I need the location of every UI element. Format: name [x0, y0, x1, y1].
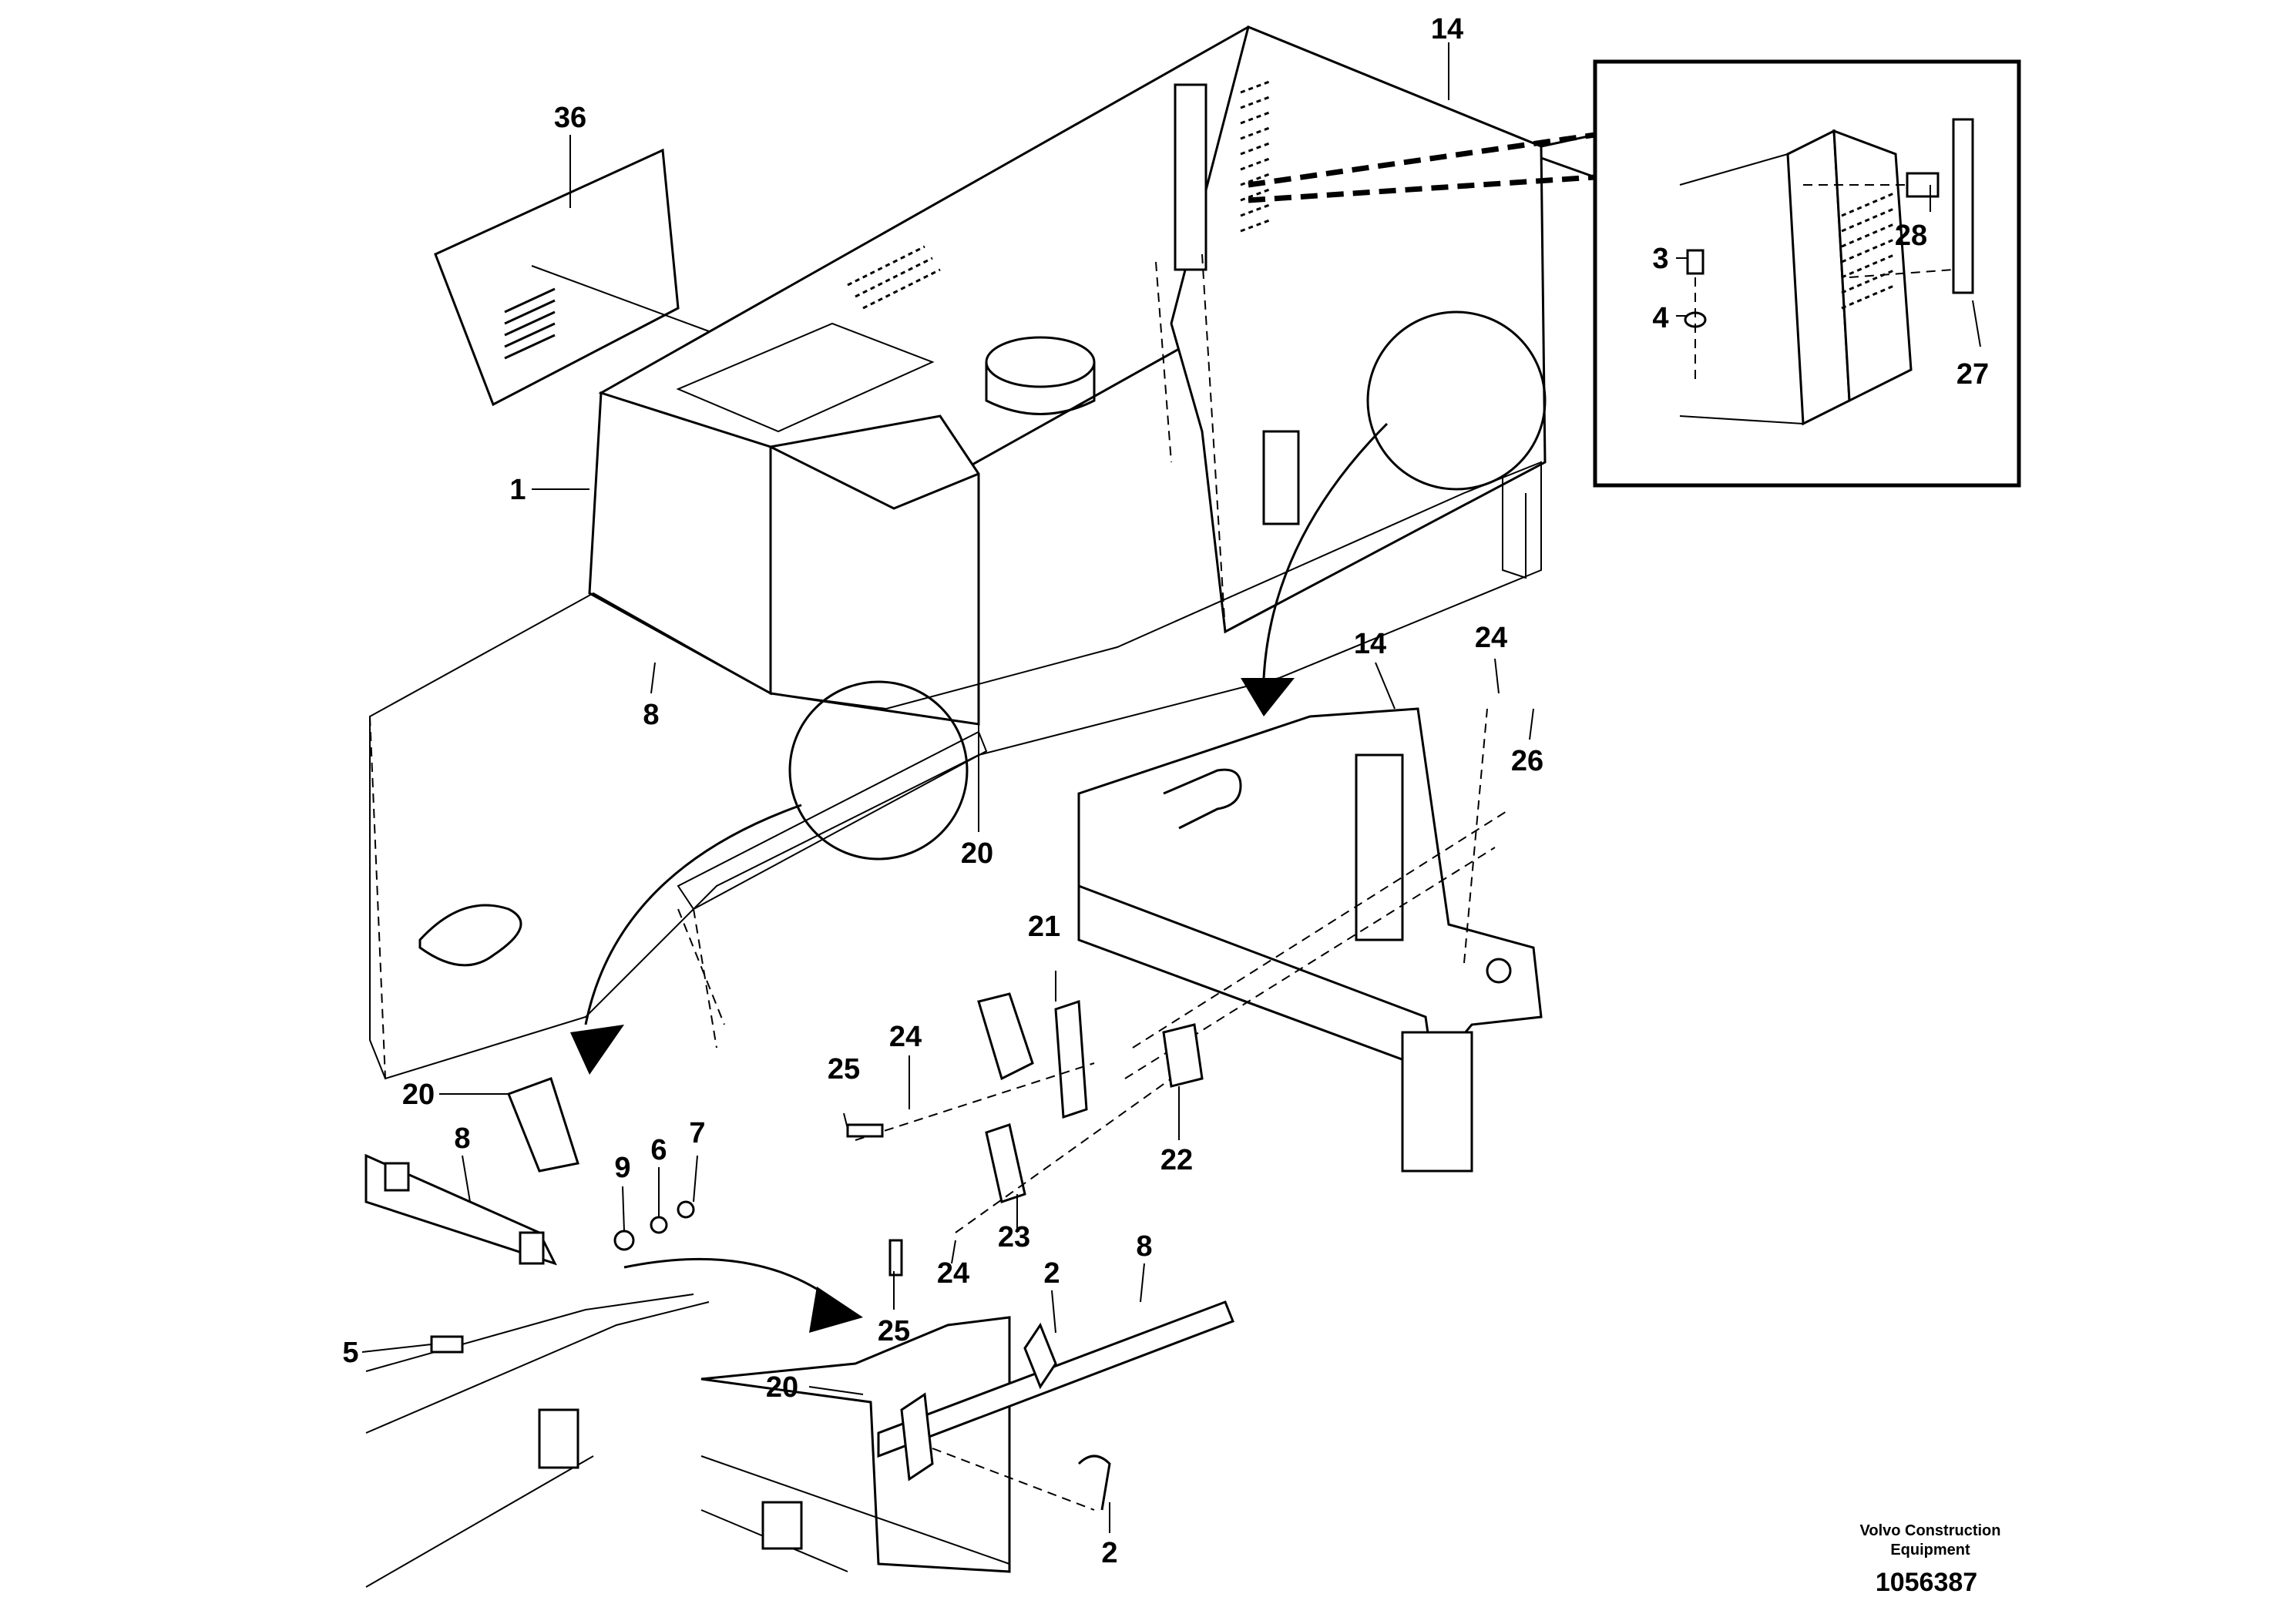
callout-8-left: 8 [454, 1122, 470, 1155]
callout-14-top: 14 [1431, 13, 1463, 45]
callout-14-mid: 14 [1354, 628, 1386, 660]
callout-2-top: 2 [1043, 1257, 1060, 1290]
leader-lines [361, 42, 1981, 1533]
callout-labels: 36 14 28 3 4 27 1 8 20 14 24 26 21 24 25… [342, 13, 1989, 1569]
callout-26: 26 [1511, 745, 1543, 777]
grille-plate [434, 148, 710, 407]
lower-left-detail [364, 1077, 710, 1588]
callout-28: 28 [1895, 220, 1927, 252]
callout-1: 1 [509, 474, 526, 506]
callout-25-mid: 25 [828, 1053, 860, 1085]
callout-23: 23 [998, 1221, 1030, 1253]
footer: Volvo Construction Equipment 1056387 [1860, 1522, 2001, 1597]
arrow-head-icon [1241, 678, 1295, 716]
callout-22: 22 [1160, 1144, 1193, 1176]
callout-20-top: 20 [961, 837, 993, 870]
detail-callouts [570, 310, 1547, 1333]
callout-25-low: 25 [878, 1315, 910, 1347]
side-grille [1240, 79, 1272, 233]
callout-8-right: 8 [1136, 1230, 1152, 1263]
callout-24-mid: 24 [889, 1021, 922, 1053]
company-name-line2: Equipment [1890, 1542, 1970, 1559]
callout-27: 27 [1956, 358, 1989, 391]
callout-36: 36 [554, 102, 586, 134]
drawing-number: 1056387 [1876, 1568, 1977, 1597]
callout-6: 6 [650, 1134, 667, 1166]
callout-9: 9 [614, 1152, 630, 1184]
callout-4: 4 [1652, 302, 1668, 334]
inset-detail-box [1248, 59, 2021, 488]
callout-3: 3 [1652, 243, 1668, 275]
callout-20-left: 20 [402, 1079, 435, 1111]
callout-24-low: 24 [937, 1257, 969, 1290]
latch-parts [846, 992, 1204, 1277]
lower-center-detail [700, 1300, 1234, 1573]
callout-24-top: 24 [1475, 622, 1507, 654]
company-name-line1: Volvo Construction [1860, 1522, 2001, 1539]
arrow-head-icon [809, 1287, 863, 1333]
arrow-head-icon [570, 1025, 624, 1075]
engine-hood-assembly [369, 25, 1547, 1080]
callout-7: 7 [689, 1117, 705, 1149]
callout-20-low: 20 [766, 1371, 798, 1404]
callout-2-low: 2 [1101, 1537, 1117, 1569]
callout-21: 21 [1028, 911, 1060, 943]
callout-8-top: 8 [643, 699, 659, 731]
callout-5: 5 [342, 1337, 358, 1369]
mount-bracket-assembly [1077, 707, 1543, 1173]
